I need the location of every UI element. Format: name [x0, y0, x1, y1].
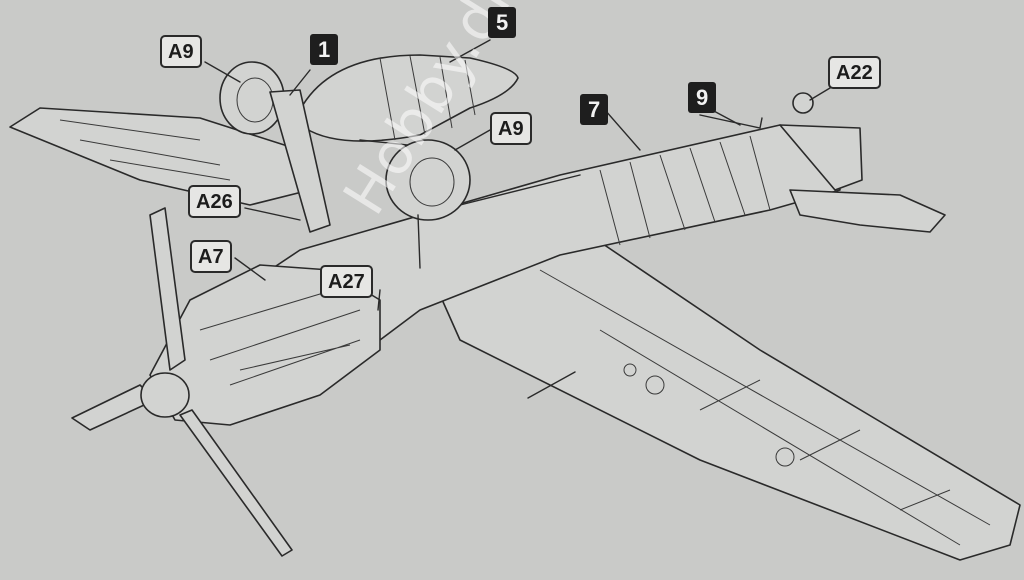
callout-a9-right: A9 — [490, 112, 532, 145]
leader-part-5 — [449, 39, 491, 63]
leader-part-9 — [711, 109, 741, 126]
callout-a27: A27 — [320, 265, 373, 298]
tailplane — [789, 189, 946, 233]
right-wing — [419, 214, 1021, 561]
drop-tank — [299, 54, 519, 142]
callout-part-5: 5 — [488, 7, 517, 38]
aerial-wire — [699, 114, 763, 129]
callout-part-1: 1 — [310, 34, 339, 65]
spinner — [140, 372, 190, 418]
leader-part-1 — [289, 69, 311, 96]
callout-part-7: 7 — [580, 94, 609, 125]
leader-a9-left — [204, 61, 241, 83]
main-wheel-right — [385, 139, 471, 221]
leader-a26 — [244, 207, 301, 221]
tail-wheel — [792, 92, 814, 114]
landing-gear-leg — [269, 89, 331, 233]
gun-barrel — [527, 371, 576, 399]
leader-a9-right — [454, 129, 491, 151]
callout-a26: A26 — [188, 185, 241, 218]
callout-a22: A22 — [828, 56, 881, 89]
tail-fin — [779, 124, 863, 191]
propeller-blade-bottom — [179, 409, 293, 557]
leader-a27 — [377, 289, 381, 311]
leader-a7 — [234, 257, 266, 281]
propeller-blade-top — [149, 207, 186, 371]
engine-cowling — [149, 264, 381, 426]
leader-part-7 — [604, 109, 641, 151]
callout-a7: A7 — [190, 240, 232, 273]
callout-part-9: 9 — [688, 82, 717, 113]
callout-a9-left: A9 — [160, 35, 202, 68]
